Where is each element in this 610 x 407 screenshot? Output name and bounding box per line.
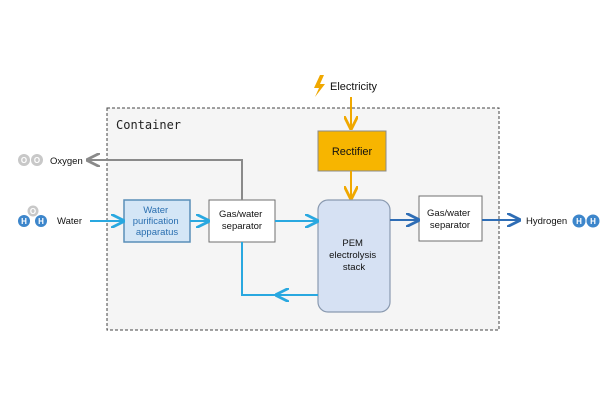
svg-text:H: H: [38, 217, 44, 226]
rectifier-label: Rectifier: [332, 146, 373, 158]
gas-water-separator-right: [418, 195, 483, 242]
container-label: Container: [116, 118, 181, 132]
water-label: Water: [57, 216, 82, 227]
lightning-bolt-icon: [314, 75, 325, 97]
oxygen-molecule-icon: O O: [18, 154, 43, 166]
oxygen-label: Oxygen: [50, 156, 83, 167]
svg-text:H: H: [576, 217, 582, 226]
rectifier-box: [317, 130, 387, 172]
oxygen-line: [89, 160, 243, 200]
water-purification-label: Water purification apparatus: [133, 205, 182, 238]
svg-text:O: O: [34, 156, 40, 165]
water-molecule-icon: O H H: [18, 205, 47, 227]
separator-left-label: Gas/water separator: [219, 209, 265, 232]
svg-text:O: O: [30, 207, 36, 216]
pem-stack-label: PEM electrolysis stack: [329, 238, 379, 273]
svg-text:O: O: [21, 156, 27, 165]
svg-text:H: H: [21, 217, 27, 226]
hydrogen-label: Hydrogen: [526, 216, 567, 227]
pem-electrolysis-stack: [317, 199, 391, 313]
svg-text:H: H: [590, 217, 596, 226]
electricity-label: Electricity: [330, 81, 378, 93]
separator-right-label: Gas/water separator: [427, 208, 473, 231]
hydrogen-molecule-icon: H H: [572, 214, 600, 228]
